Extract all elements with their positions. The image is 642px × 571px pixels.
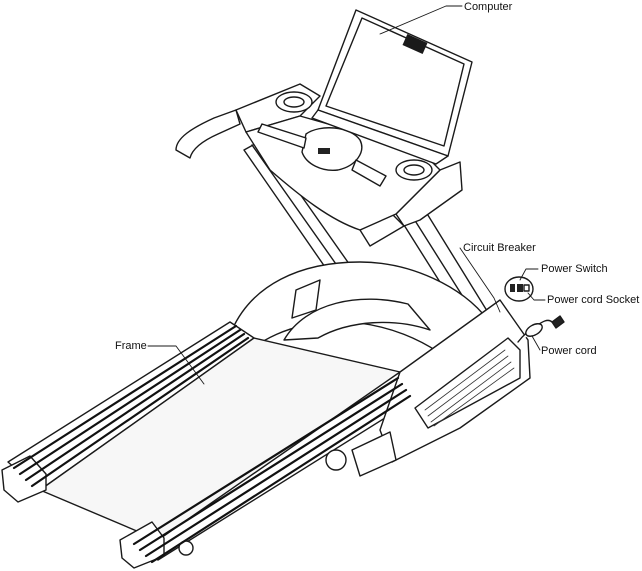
label-computer: Computer (464, 1, 513, 13)
frame (1, 261, 531, 569)
computer-console (311, 9, 473, 165)
cup-holders (275, 91, 433, 181)
center-pod (257, 123, 387, 187)
label-power-cord-socket: Power cord Socket (547, 294, 640, 306)
label-power-switch: Power Switch (541, 263, 608, 275)
vent-grille (424, 349, 515, 427)
power-panel-inset (504, 276, 534, 302)
belt-stripes (12, 324, 412, 564)
leader-lines (147, 5, 546, 385)
leader-power-cord-socket (527, 292, 546, 301)
leader-power-switch (519, 268, 539, 281)
label-power-cord: Power cord (541, 345, 597, 357)
leader-frame (147, 345, 205, 385)
leader-circuit-breaker (459, 247, 501, 313)
leader-power-cord (531, 335, 541, 351)
leader-computer (379, 5, 463, 35)
label-frame: Frame (115, 340, 147, 352)
label-circuit-breaker: Circuit Breaker (463, 242, 536, 254)
power-cord (517, 315, 565, 343)
